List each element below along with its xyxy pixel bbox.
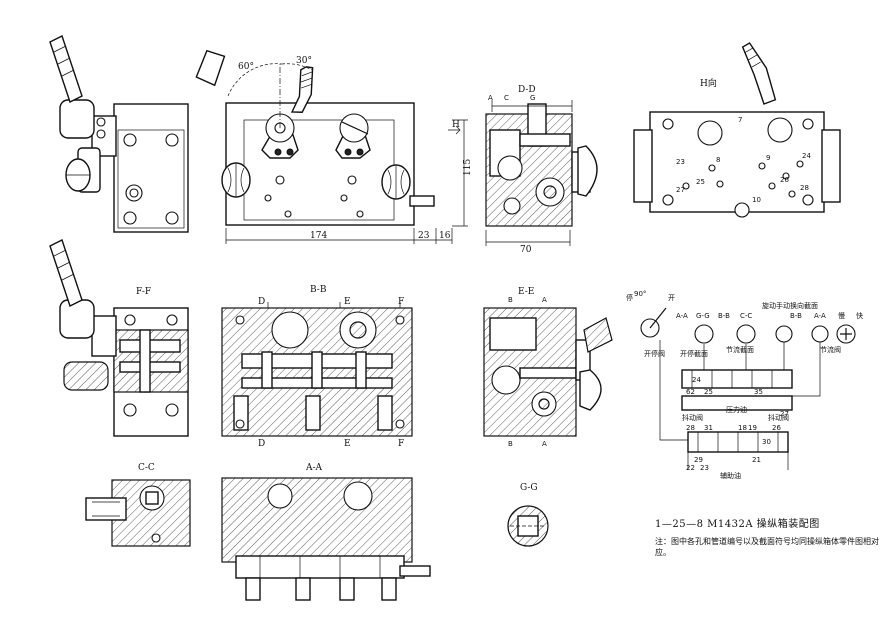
- h-port-10: 10: [752, 196, 761, 204]
- sch-port-22: 22: [686, 464, 695, 472]
- bb-mark-d-bot: D: [258, 439, 265, 449]
- dim-70: 70: [520, 245, 532, 255]
- sch-port-27: 27: [780, 410, 789, 418]
- h-port-25: 25: [696, 178, 705, 186]
- h-view-arrow-label: H: [452, 120, 460, 130]
- figure-caption: 1—25—8 M1432A 操纵箱装配图 注：图中各孔和管道编号以及截面符号均同…: [655, 515, 890, 558]
- gg-title: G-G: [520, 483, 538, 493]
- sch-drain-valve: 抖动阀: [682, 413, 703, 422]
- h-port-8: 8: [716, 156, 720, 164]
- h-port-24: 24: [802, 152, 811, 160]
- sch-port-28: 28: [686, 424, 695, 432]
- section-aa-view: A-A: [221, 463, 431, 601]
- section-gg-view: G-G: [507, 483, 549, 547]
- h-port-7: 7: [738, 116, 742, 124]
- sch-pressure-oil: 压力油: [726, 405, 747, 414]
- side-view-left: [49, 35, 189, 233]
- aa-title: A-A: [305, 463, 323, 473]
- ee-mark-b-bot: B: [508, 440, 513, 448]
- sch-aa2: A-A: [814, 312, 826, 320]
- hydraulic-schematic: 停 开 90° A-A G-G B-B C-C 旋动手动换向截面 B-B A-A…: [626, 290, 863, 480]
- sch-throttle: 节流阀: [820, 345, 841, 354]
- sch-90: 90°: [634, 290, 646, 298]
- angle-30-label: 30°: [296, 56, 312, 66]
- ff-title: F-F: [136, 287, 151, 297]
- section-ff-view: F-F: [49, 239, 189, 437]
- ee-mark-a-bot: A: [542, 440, 547, 448]
- ee-mark-a-top: A: [542, 296, 547, 304]
- h-port-28: 28: [800, 184, 809, 192]
- sch-port-31: 31: [704, 424, 713, 432]
- sch-open: 开: [668, 294, 675, 302]
- h-port-27: 27: [676, 186, 685, 194]
- ee-title: E-E: [518, 287, 534, 297]
- dd-mark-g: G: [530, 94, 535, 102]
- sch-cc: C-C: [740, 312, 752, 320]
- sch-drain-valve2: 抖动阀: [768, 413, 789, 422]
- sch-gg: G-G: [696, 312, 710, 320]
- sch-slow: 慢: [838, 311, 845, 320]
- sch-port-21: 21: [752, 456, 761, 464]
- sch-port-26: 26: [772, 424, 781, 432]
- dd-title: D-D: [518, 85, 536, 95]
- sch-port-35: 35: [754, 388, 763, 396]
- bb-mark-d-top: D: [258, 297, 265, 307]
- h-view-title: H向: [700, 77, 717, 89]
- bb-title: B-B: [310, 285, 327, 295]
- dim-115: 115: [463, 159, 473, 176]
- bb-mark-e-bot: E: [344, 439, 351, 449]
- sch-rapid-section: 旋动手动换向截面: [762, 301, 818, 310]
- sch-stop: 停: [626, 293, 633, 302]
- sch-port-30: 30: [762, 438, 771, 446]
- sch-aa: A-A: [676, 312, 688, 320]
- sch-valve-open-stop: 开停阀: [644, 349, 665, 358]
- dim-16: 16: [439, 231, 451, 241]
- sch-port-25: 25: [704, 388, 713, 396]
- bb-mark-f-top: F: [398, 297, 404, 307]
- dim-174: 174: [310, 231, 327, 241]
- sch-port-29: 29: [694, 456, 703, 464]
- sch-return-oil: 辅助油: [720, 471, 741, 480]
- dd-mark-a: A: [488, 94, 493, 102]
- h-port-26: 26: [780, 176, 789, 184]
- bb-mark-f-bot: F: [398, 439, 404, 449]
- dd-mark-c: C: [504, 94, 509, 102]
- sch-open-stop-section: 开停截面: [680, 349, 708, 358]
- h-port-9: 9: [766, 154, 770, 162]
- front-view: 60° 30° 174 23 16 115 H: [195, 49, 473, 244]
- sch-bb2: B-B: [790, 312, 802, 320]
- h-port-23: 23: [676, 158, 685, 166]
- sch-bb: B-B: [718, 312, 730, 320]
- section-dd-view: D-D C G A 70: [485, 85, 598, 255]
- section-ee-view: E-E B A B A: [483, 287, 613, 448]
- section-bb-view: B-B D E F D E F: [221, 285, 413, 449]
- ee-mark-b-top: B: [508, 296, 513, 304]
- bb-mark-e-top: E: [344, 297, 351, 307]
- dim-23: 23: [418, 231, 430, 241]
- sch-fast: 快: [856, 311, 863, 320]
- sch-port-62: 62: [686, 388, 695, 396]
- sch-port-19: 19: [748, 424, 757, 432]
- figure-title: 1—25—8 M1432A 操纵箱装配图: [655, 519, 820, 530]
- sch-throttle-section: 节流截面: [726, 345, 754, 354]
- angle-60-label: 60°: [238, 62, 254, 72]
- sch-port-23: 23: [700, 464, 709, 472]
- sch-port-18: 18: [738, 424, 747, 432]
- h-direction-view: H向 7 8 9 10 23 24 25 26 27 28: [633, 42, 841, 218]
- cc-title: C-C: [138, 463, 155, 473]
- sch-port-24: 24: [692, 376, 701, 384]
- figure-note: 注：图中各孔和管道编号以及截面符号均同操纵箱体零件图相对应。: [655, 537, 879, 557]
- section-cc-view: C-C: [85, 463, 191, 547]
